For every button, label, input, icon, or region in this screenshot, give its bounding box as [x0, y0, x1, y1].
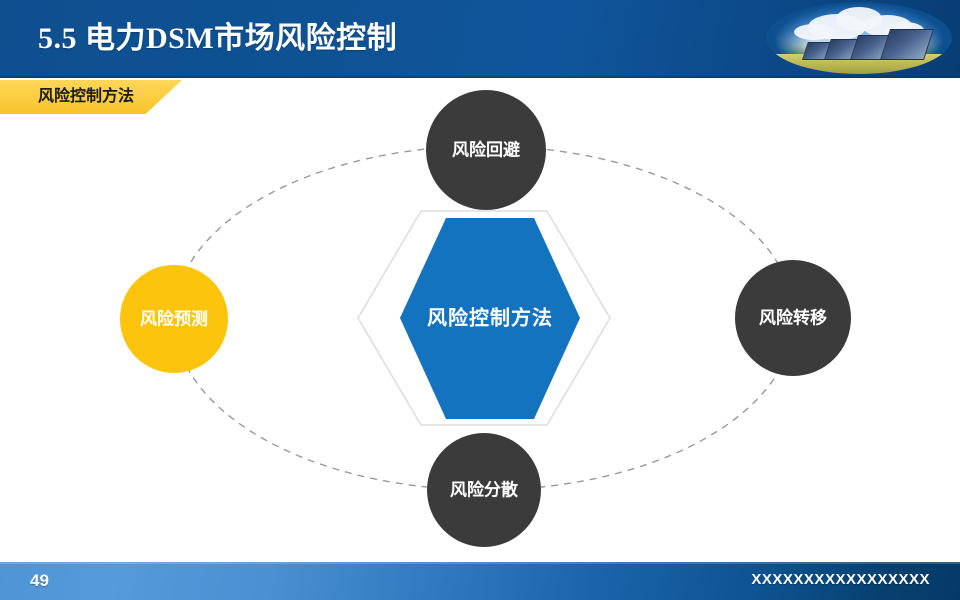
cloud-shape: [794, 24, 834, 40]
node-circle-forecast[interactable]: [120, 265, 228, 373]
node-circle-disperse[interactable]: [427, 433, 541, 547]
hexagon-outline-background: [357, 210, 611, 426]
center-hexagon-label: 风险控制方法: [427, 305, 553, 329]
risk-control-diagram: 风险控制方法 风险回避 风险转移 风险分散 风险预测: [0, 78, 960, 562]
node-label-forecast: 风险预测: [140, 308, 208, 328]
node-label-disperse: 风险分散: [450, 479, 519, 499]
node-circle-avoid[interactable]: [426, 90, 546, 210]
node-label-transfer: 风险转移: [759, 307, 827, 327]
slide-footer-band: [0, 562, 960, 600]
node-circle-transfer[interactable]: [735, 260, 851, 376]
node-label-avoid: 风险回避: [452, 139, 520, 159]
section-tab-label: 风险控制方法: [38, 88, 135, 105]
solar-panel-photo: [766, 2, 952, 74]
page-title: 5.5 电力DSM市场风险控制: [38, 22, 398, 55]
footer-page-number: 49: [30, 571, 49, 590]
center-hexagon: [400, 218, 580, 419]
footer-note: XXXXXXXXXXXXXXXXX: [751, 571, 930, 588]
